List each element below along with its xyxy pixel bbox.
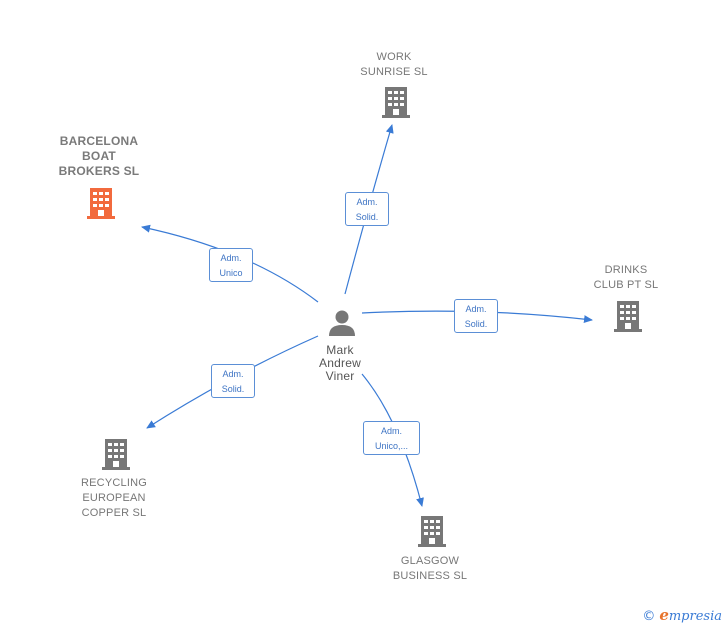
company-name-line: EUROPEAN: [82, 492, 146, 504]
edge-label-drinks[interactable]: Adm. Solid.: [454, 299, 498, 333]
company-name-line: BARCELONA: [59, 134, 139, 148]
edge-label-work[interactable]: Adm. Solid.: [345, 192, 389, 226]
company-name-line: GLASGOW: [400, 555, 460, 567]
building-icon[interactable]: [611, 299, 645, 333]
company-name-line: BROKERS SL: [58, 164, 140, 178]
company-name-line: BUSINESS SL: [392, 570, 468, 582]
person-name-line: Viner: [325, 369, 355, 383]
company-name-line: SUNRISE SL: [360, 66, 428, 78]
company-label-recycling[interactable]: RECYCLING EUROPEAN COPPER SL: [64, 476, 164, 521]
edge-label-line: Solid.: [221, 384, 245, 394]
company-label-barcelona[interactable]: BARCELONA BOAT BROKERS SL: [44, 134, 154, 179]
building-icon[interactable]: [84, 186, 118, 220]
copyright-icon: ©: [642, 609, 656, 624]
company-name-line: CLUB PT SL: [593, 279, 659, 291]
brand-initial: e: [659, 606, 669, 624]
edge-label-line: Unico: [219, 268, 243, 278]
edge-label-barcelona[interactable]: Adm. Unico: [209, 248, 253, 282]
company-label-drinks[interactable]: DRINKS CLUB PT SL: [576, 263, 676, 293]
edge-label-line: Adm.: [380, 426, 402, 436]
company-name-line: WORK: [376, 51, 412, 63]
company-label-glasgow[interactable]: GLASGOW BUSINESS SL: [380, 554, 480, 584]
edge-label-glasgow[interactable]: Adm. Unico,...: [363, 421, 420, 455]
person-icon[interactable]: [327, 307, 357, 337]
edge-label-line: Solid.: [355, 212, 379, 222]
edge-label-line: Adm.: [465, 304, 487, 314]
person-name-line: Mark: [326, 343, 354, 357]
person-name[interactable]: Mark Andrew Viner: [300, 344, 380, 383]
edge-label-line: Adm.: [356, 197, 378, 207]
edge-label-line: Adm.: [220, 253, 242, 263]
building-icon[interactable]: [99, 437, 133, 471]
company-name-line: BOAT: [82, 149, 116, 163]
empresia-watermark: ©empresia: [642, 606, 722, 624]
company-name-line: DRINKS: [604, 264, 648, 276]
person-name-line: Andrew: [319, 356, 361, 370]
edge-label-line: Solid.: [464, 319, 488, 329]
edge-label-line: Adm.: [222, 369, 244, 379]
building-icon[interactable]: [379, 85, 413, 119]
building-icon[interactable]: [415, 514, 449, 548]
edge-label-recycling[interactable]: Adm. Solid.: [211, 364, 255, 398]
edge-label-line: Unico,...: [374, 441, 408, 451]
brand-name: mpresia: [668, 609, 722, 624]
company-label-work[interactable]: WORK SUNRISE SL: [344, 50, 444, 80]
company-name-line: COPPER SL: [81, 507, 147, 519]
company-name-line: RECYCLING: [81, 477, 147, 489]
